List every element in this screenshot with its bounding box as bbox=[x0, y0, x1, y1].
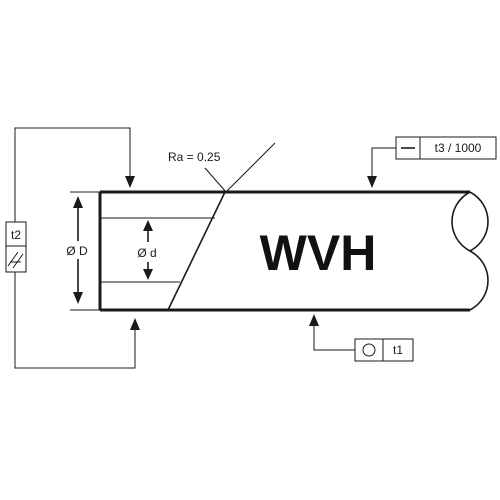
inner-diameter-dimension: Ø d bbox=[137, 220, 157, 280]
tube-body bbox=[98, 190, 489, 312]
section-cut-line bbox=[167, 191, 226, 311]
roundness-tolerance-value: t1 bbox=[393, 343, 403, 357]
outer-diameter-dimension: Ø D bbox=[58, 191, 100, 311]
brand-logo-text: WVH bbox=[260, 225, 377, 281]
parallelism-tolerance: t2 bbox=[5, 127, 140, 369]
roughness-label: Ra = 0.25 bbox=[168, 150, 221, 164]
parallelism-tolerance-frame: t2 bbox=[5, 221, 27, 273]
straightness-tolerance-frame: t3 / 1000 bbox=[395, 136, 497, 160]
tube-break-symbol-inner bbox=[469, 191, 489, 252]
circularity-symbol-icon bbox=[362, 343, 376, 357]
outer-diameter-label: Ø D bbox=[66, 244, 88, 258]
parallelism-tolerance-value: t2 bbox=[11, 228, 21, 242]
cylindricity-symbol-icon bbox=[7, 251, 24, 269]
straightness-tolerance: t3 / 1000 bbox=[367, 136, 497, 188]
inner-diameter-label: Ø d bbox=[137, 246, 156, 260]
roundness-tolerance-frame: t1 bbox=[354, 338, 414, 362]
roughness-callout: Ra = 0.25 bbox=[168, 142, 276, 193]
roundness-tolerance: t1 bbox=[309, 314, 414, 362]
straightness-tolerance-value: t3 / 1000 bbox=[435, 141, 482, 155]
